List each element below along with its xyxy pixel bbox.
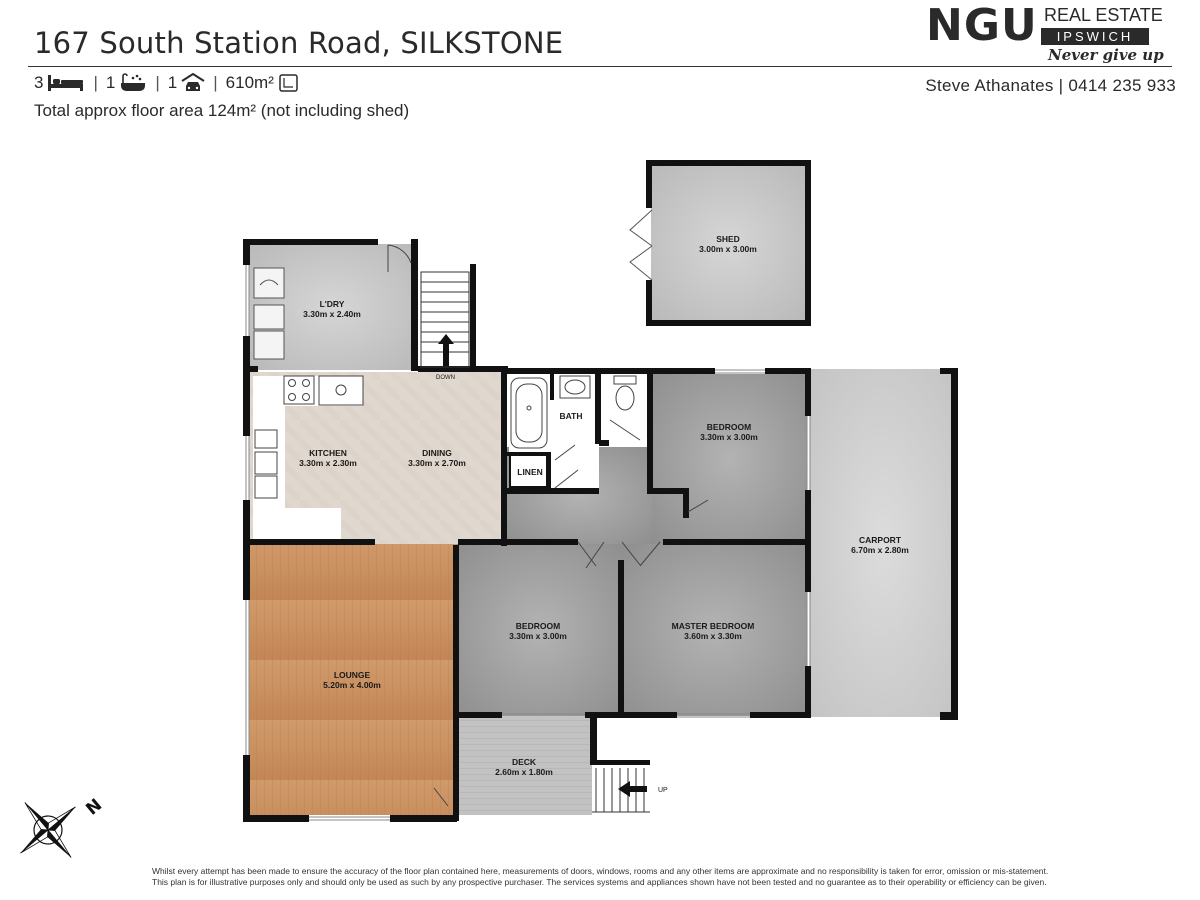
- shed-floor: [651, 166, 806, 322]
- stairs-down-label: DOWN: [436, 375, 455, 381]
- room-dims-master: 3.60m x 3.30m: [684, 631, 742, 641]
- land-size: 610m²: [225, 73, 274, 92]
- floor-area-note: Total approx floor area 124m² (not inclu…: [34, 101, 410, 120]
- stairs-up-arrow-icon: [618, 781, 647, 797]
- disclaimer-line1: Whilst every attempt has been made to en…: [152, 866, 1049, 876]
- bath-basin: [559, 375, 591, 399]
- spec-separator: |: [93, 73, 98, 92]
- dishwasher: [318, 375, 364, 406]
- cars-count: 1: [167, 73, 178, 92]
- compass-rose-icon: [20, 802, 76, 858]
- lounge-floor: [249, 544, 457, 815]
- interior-walls: [250, 366, 811, 821]
- room-dims-dining: 3.30m x 2.70m: [408, 458, 466, 468]
- internal-stairs: [420, 271, 470, 368]
- laundry-tubs: [253, 267, 285, 360]
- compass-north-label: N: [82, 795, 106, 819]
- room-label-kitchen: KITCHEN: [309, 448, 347, 458]
- room-dims-bedroom-c: 3.30m x 3.00m: [509, 631, 567, 641]
- kitchen-sink: [254, 429, 278, 499]
- disclaimer: Whilst every attempt has been made to en…: [152, 866, 1112, 888]
- room-label-laundry: L'DRY: [320, 299, 345, 309]
- linen-cupboard: [509, 454, 548, 488]
- room-label-carport: CARPORT: [859, 535, 902, 545]
- stairs-up-label: UP: [658, 787, 668, 794]
- room-dims-laundry: 3.30m x 2.40m: [303, 309, 361, 319]
- room-label-shed: SHED: [716, 234, 740, 244]
- property-specs: 3 | 1 | 1 | 610m²: [34, 73, 300, 93]
- room-label-dining: DINING: [422, 448, 452, 458]
- disclaimer-line2: This plan is for illustrative purposes o…: [152, 877, 1047, 887]
- bath-icon: [121, 73, 146, 91]
- beds-count: 3: [34, 73, 44, 92]
- stove-cooktop: [283, 375, 315, 405]
- logo-line2: IPSWICH: [1041, 28, 1149, 45]
- kitchen-bench-bottom: [253, 508, 341, 540]
- page-title: 167 South Station Road, SILKSTONE: [34, 26, 564, 60]
- room-label-bedroom-ne: BEDROOM: [707, 422, 751, 432]
- stairs-down-arrow-icon: [438, 334, 454, 366]
- garage-car-icon: [181, 73, 205, 91]
- shed-double-door: [629, 209, 653, 281]
- shed-walls: [646, 160, 811, 326]
- land-area-icon: [279, 74, 298, 92]
- baths-count: 1: [105, 73, 116, 92]
- room-dims-bedroom-ne: 3.30m x 3.00m: [700, 432, 758, 442]
- room-dims-lounge: 5.20m x 4.00m: [323, 680, 381, 690]
- master-floor: [622, 544, 807, 716]
- bedroom-c-floor: [457, 544, 622, 716]
- bedroom-ne-floor: [652, 374, 807, 544]
- header-divider: [28, 66, 1172, 67]
- room-label-master: MASTER BEDROOM: [672, 621, 755, 631]
- deck-floor: [457, 718, 592, 815]
- room-label-linen: LINEN: [517, 467, 543, 477]
- room-label-bedroom-c: BEDROOM: [516, 621, 560, 631]
- room-dims-carport: 6.70m x 2.80m: [851, 545, 909, 555]
- logo-line1: REAL ESTATE: [1044, 5, 1163, 25]
- door-swings: [387, 244, 709, 807]
- bed-icon: [48, 75, 84, 91]
- toilet: [613, 375, 637, 411]
- agency-logo: NGU REAL ESTATE IPSWICH Never give up: [926, 0, 1176, 66]
- room-dims-kitchen: 3.30m x 2.30m: [299, 458, 357, 468]
- agent-contact: Steve Athanates | 0414 235 933: [925, 76, 1176, 95]
- carport-floor: [810, 369, 956, 717]
- bathtub: [510, 377, 548, 449]
- logo-brand: NGU: [926, 0, 1038, 51]
- room-label-bath: BATH: [560, 411, 583, 421]
- room-dims-shed: 3.00m x 3.00m: [699, 244, 757, 254]
- spec-separator: |: [213, 73, 218, 92]
- room-dims-deck: 2.60m x 1.80m: [495, 767, 553, 777]
- windows: [245, 265, 811, 821]
- room-label-deck: DECK: [512, 757, 537, 767]
- room-label-lounge: LOUNGE: [334, 670, 371, 680]
- spec-separator: |: [155, 73, 160, 92]
- logo-tagline: Never give up: [1048, 46, 1164, 64]
